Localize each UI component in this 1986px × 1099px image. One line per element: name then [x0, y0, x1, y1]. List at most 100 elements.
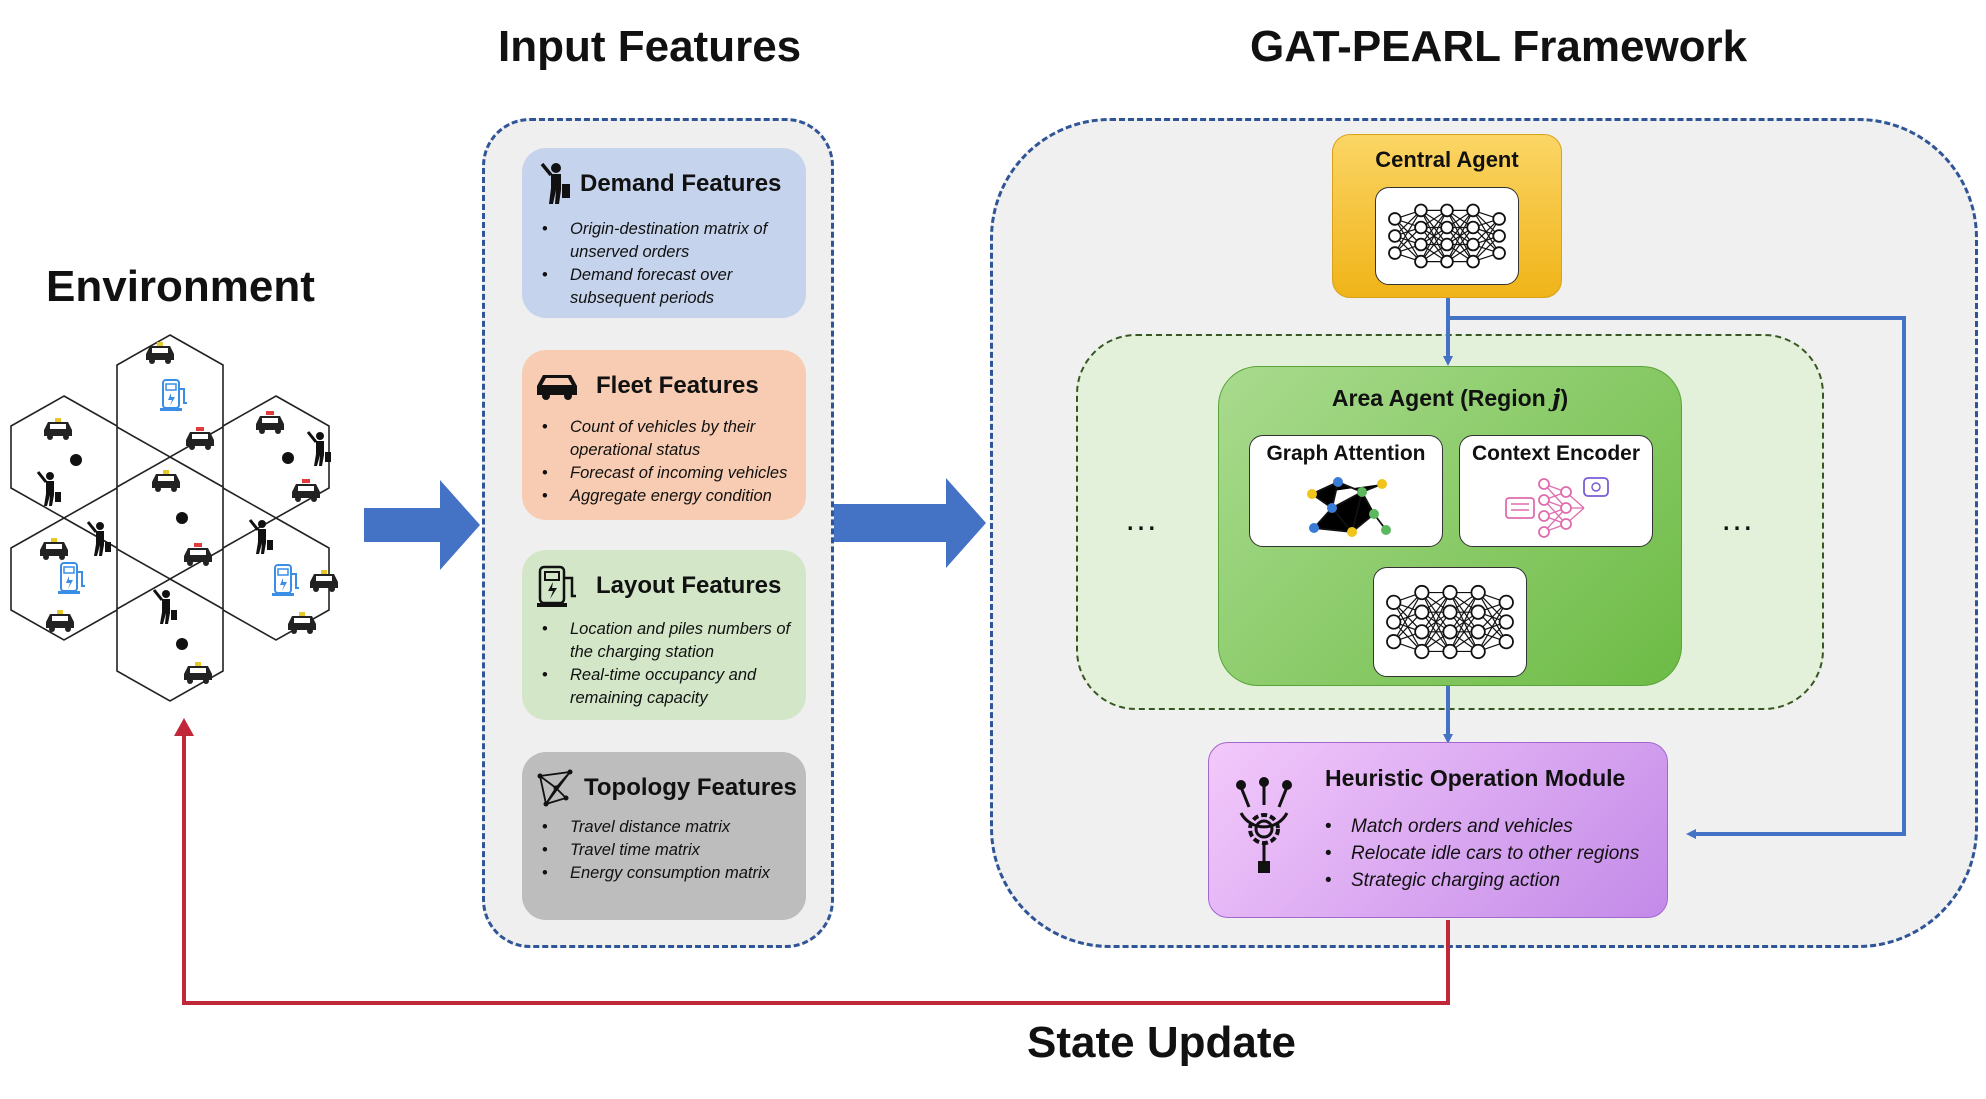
nn-edge — [1420, 227, 1448, 262]
nn-node — [1388, 246, 1402, 260]
nn-node — [1470, 624, 1486, 640]
nn-edge — [1446, 210, 1474, 245]
state-update-label: State Update — [1027, 1018, 1296, 1067]
ellipsis-left: … — [1124, 500, 1162, 538]
gear-circuit-icon — [1236, 777, 1292, 873]
hex-cell — [10, 517, 118, 641]
nn-node — [1492, 212, 1506, 226]
nn-edge — [1421, 592, 1451, 633]
nn-node — [1442, 584, 1458, 601]
nn-edge — [1394, 210, 1422, 254]
heuristic-module-list: Match orders and vehicles Relocate idle … — [1317, 813, 1667, 894]
list-item: Relocate idle cars to other regions — [1317, 840, 1667, 867]
fleet-features-list: Count of vehicles by their operational s… — [532, 416, 808, 508]
input-features-title: Input Features — [498, 22, 802, 71]
nn-node — [1414, 624, 1430, 640]
nn-node — [1414, 604, 1430, 620]
list-item: Forecast of incoming vehicles — [532, 462, 808, 485]
layout-features-list: Location and piles numbers of the chargi… — [532, 618, 802, 710]
nn-edge — [1446, 210, 1474, 262]
network-icon — [537, 769, 573, 807]
nn-edge — [1472, 218, 1500, 262]
nn-node — [1442, 643, 1458, 660]
area-agent-label-close: ) — [1560, 385, 1569, 411]
nn-node — [1440, 254, 1454, 269]
context-encoder-label: Context Encoder — [1471, 442, 1641, 465]
nn-node — [1498, 634, 1514, 650]
nn-node — [1492, 229, 1506, 243]
environment-hex-grid — [10, 334, 338, 702]
demand-features-list: Origin-destination matrix of unserved or… — [532, 218, 802, 310]
car-icon — [537, 375, 577, 400]
nn-node — [1466, 220, 1480, 235]
nn-node — [1470, 643, 1486, 660]
hex-cell — [10, 395, 118, 519]
ellipsis-right: … — [1720, 500, 1758, 538]
list-item: Real-time occupancy and remaining capaci… — [532, 664, 802, 710]
encoder-network-icon — [1505, 477, 1609, 538]
charging-station-icon — [537, 565, 576, 607]
neural-network-icon — [1388, 203, 1506, 269]
list-item: Energy consumption matrix — [532, 862, 802, 885]
nn-node — [1440, 203, 1454, 218]
heuristic-module-title: Heuristic Operation Module — [1325, 765, 1626, 791]
nn-node — [1470, 604, 1486, 620]
nn-node — [1388, 229, 1402, 243]
nn-node — [1440, 220, 1454, 235]
nn-edge — [1477, 602, 1507, 652]
nn-node — [1386, 634, 1402, 650]
nn-node — [1388, 212, 1402, 226]
nn-edge — [1421, 611, 1451, 652]
central-agent-box: Central Agent — [1332, 134, 1562, 298]
nn-edge — [1420, 210, 1448, 262]
context-encoder-card: Context Encoder — [1459, 435, 1653, 547]
demand-features-box: Demand Features Origin-destination matri… — [522, 148, 806, 318]
list-item: Count of vehicles by their operational s… — [532, 416, 808, 462]
nn-edge — [1393, 592, 1423, 642]
list-item: Origin-destination matrix of unserved or… — [532, 218, 802, 264]
nn-node — [1492, 246, 1506, 260]
list-item: Match orders and vehicles — [1317, 813, 1667, 840]
person-hailing-icon — [540, 162, 570, 204]
nn-node — [1498, 614, 1514, 630]
list-item: Strategic charging action — [1317, 867, 1667, 894]
topology-features-title: Topology Features — [584, 774, 797, 801]
area-nn-card — [1373, 567, 1527, 677]
nn-node — [1414, 584, 1430, 601]
nn-edge — [1446, 227, 1474, 262]
nn-node — [1442, 624, 1458, 640]
nn-edge — [1421, 592, 1451, 652]
central-agent-label: Central Agent — [1375, 147, 1519, 172]
area-agent-label-text: Area Agent (Region — [1331, 385, 1553, 411]
graph-network-icon — [1307, 477, 1391, 537]
nn-edge — [1420, 210, 1448, 245]
central-nn-card — [1375, 187, 1519, 285]
list-item: Travel distance matrix — [532, 816, 802, 839]
fleet-features-box: Fleet Features Count of vehicles by thei… — [522, 350, 806, 520]
nn-node — [1470, 584, 1486, 601]
nn-node — [1440, 237, 1454, 252]
nn-node — [1386, 614, 1402, 630]
nn-node — [1414, 237, 1428, 252]
framework-title: GAT-PEARL Framework — [1250, 22, 1748, 71]
layout-features-box: Layout Features Location and piles numbe… — [522, 550, 806, 720]
nn-node — [1466, 254, 1480, 269]
arrow-env-to-input — [364, 480, 480, 570]
nn-node — [1466, 237, 1480, 252]
nn-node — [1414, 643, 1430, 660]
nn-node — [1386, 594, 1402, 610]
graph-attention-label: Graph Attention — [1266, 442, 1426, 465]
list-item: Travel time matrix — [532, 839, 802, 862]
fleet-features-title: Fleet Features — [596, 372, 759, 399]
nn-node — [1442, 604, 1458, 620]
nn-node — [1414, 203, 1428, 218]
list-item: Demand forecast over subsequent periods — [532, 264, 802, 310]
graph-attention-card: Graph Attention — [1249, 435, 1443, 547]
nn-node — [1466, 203, 1480, 218]
neural-network-icon — [1386, 584, 1514, 660]
nn-edge — [1449, 611, 1479, 652]
nn-edge — [1449, 592, 1479, 652]
topology-features-list: Travel distance matrix Travel time matri… — [532, 816, 802, 885]
nn-node — [1498, 594, 1514, 610]
demand-features-title: Demand Features — [580, 170, 782, 197]
